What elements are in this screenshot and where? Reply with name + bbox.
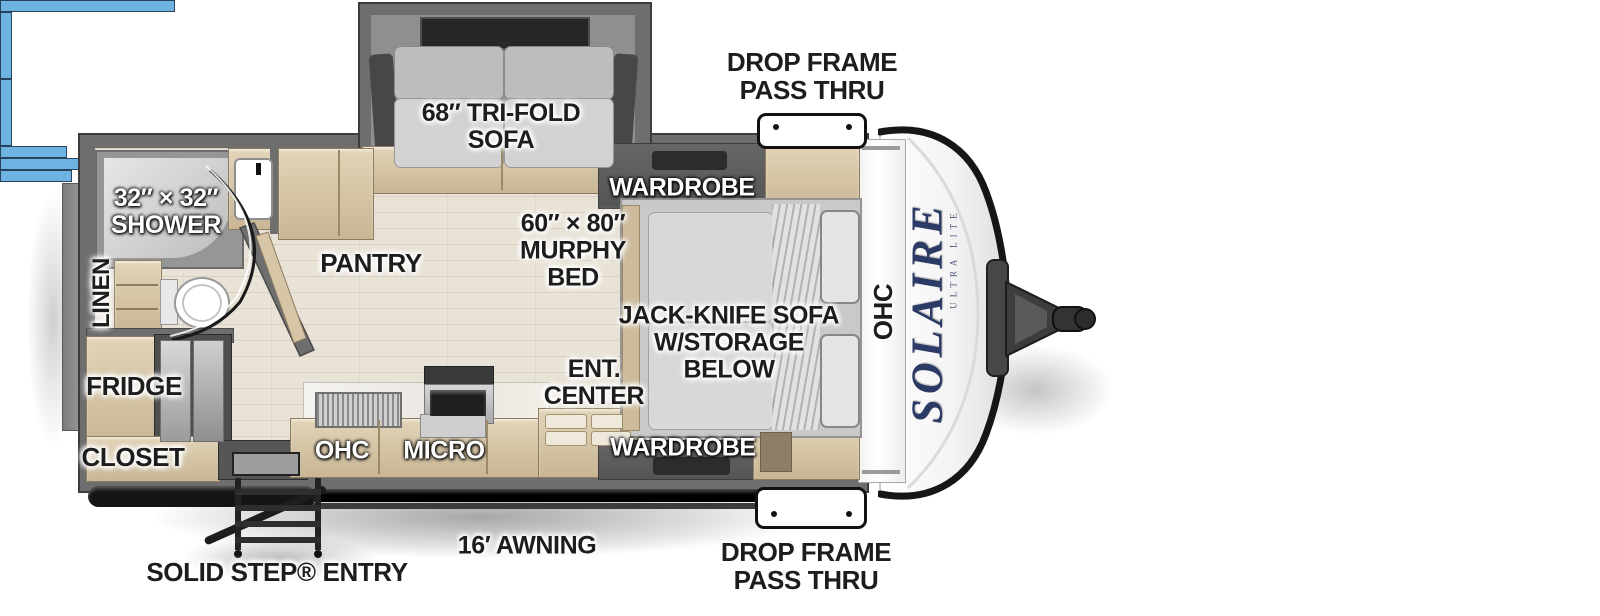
bed-pillow [820,334,860,428]
hitch [986,259,1096,377]
shower-pan [104,158,232,258]
hatch-latch [846,124,852,130]
cabinet-seam [378,420,380,474]
window [0,12,12,79]
fridge-door [193,340,224,442]
slide-out-step-seam [501,148,503,190]
front-ohc-trim [862,146,900,150]
brand-logo: SOLAIRE ULTRA LITE [902,200,959,423]
label-fridge: FRIDGE [86,370,182,401]
toilet-seat [182,284,222,322]
sofa-back-cushion [394,46,504,100]
entry-steps [234,478,322,558]
pantry-cabinet [278,148,374,240]
kitchen-sink-drainer [315,392,402,428]
bath-diagonal-wall [169,165,316,357]
bath-wall [270,148,280,234]
label-wardrobe-top: WARDROBE [609,173,755,202]
label-front-ohc: OHC [867,283,898,341]
label-ent-center: ENT. CENTER [543,355,645,410]
bed-pillow [820,210,860,304]
entry-step-plate [232,452,300,476]
stove-burner-panel [424,366,494,386]
drop-frame-hatch-top [757,113,867,149]
label-awning: 16′ AWNING [457,531,597,560]
label-closet: CLOSET [81,441,185,472]
bed-blanket [772,204,820,430]
pantry-seam [338,150,340,236]
wardrobe-top-vent [652,151,727,170]
ent-center-drawer [545,431,587,446]
brand-logo-text: SOLAIRE [902,200,952,424]
faucet [256,163,261,175]
awning-rail [300,503,777,509]
label-jack-knife-sofa: JACK-KNIFE SOFA W/STORAGE BELOW [618,301,840,384]
window [0,158,87,170]
hatch-latch [846,511,852,517]
cabinet-seam [486,420,488,474]
label-shower: 32″ × 32″ SHOWER [110,184,222,239]
linen-shelf-line [116,308,158,310]
label-tri-fold-sofa: 68″ TRI-FOLD SOFA [421,99,581,154]
ent-center-drawer [545,414,587,429]
window [0,146,67,158]
sofa-seat-cushion [394,98,504,168]
wardrobe-bottom-recess [760,432,792,472]
label-drop-frame-pass-thru-bottom: DROP FRAME PASS THRU [720,536,892,595]
oven-window [430,390,486,416]
label-pantry: PANTRY [320,247,422,278]
bed-frame-rail [622,205,640,431]
label-murphy-bed: 60″ × 80″ MURPHY BED [520,209,626,292]
front-ohc-trim [862,470,900,474]
label-drop-frame-pass-thru-top: DROP FRAME PASS THRU [726,46,898,105]
window [0,170,72,182]
label-solid-step-entry: SOLID STEP® ENTRY [146,556,408,587]
label-kitchen-ohc: OHC [314,436,370,465]
sofa-back-cushion [504,46,614,100]
sofa-seat-cushion [504,98,614,168]
label-wardrobe-bottom: WARDROBE [610,433,756,462]
linen-shelf-line [116,284,158,286]
hatch-latch [771,511,777,517]
window [0,0,175,12]
fridge-door [160,340,191,442]
label-linen: LINEN [88,257,116,329]
stove-tray [420,414,486,438]
hatch-latch [773,124,779,130]
drop-frame-hatch-bottom [755,487,867,529]
ent-center-drawer [591,431,631,446]
label-micro: MICRO [403,436,485,465]
window [0,79,12,146]
